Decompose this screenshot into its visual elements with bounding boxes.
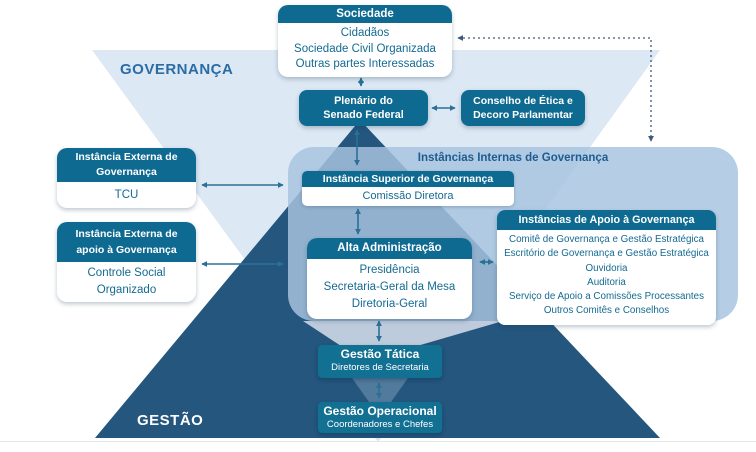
externa-apoio-title-line: apoio à Governança <box>76 244 177 256</box>
sociedade-line: Cidadãos <box>340 27 390 39</box>
conselho-line: Conselho de Ética e <box>473 95 573 107</box>
apoio-line: Comitê de Governança e Gestão Estratégic… <box>509 234 704 245</box>
node-instancias-apoio: Instâncias de Apoio à Governança Comitê … <box>497 210 716 325</box>
gestao-label: GESTÃO <box>137 412 204 429</box>
alta-administracao-body: Presidência Secretaria-Geral da Mesa Dir… <box>307 259 472 319</box>
externa-gov-title-line: Governança <box>96 166 157 178</box>
externa-apoio-title: Instância Externa de apoio à Governança <box>57 222 196 262</box>
apoio-line: Outros Comitês e Conselhos <box>543 305 670 317</box>
apoio-line: Ouvidoria <box>585 262 628 274</box>
node-instancia-superior: Instância Superior de Governança Comissã… <box>302 171 514 206</box>
sociedade-line: Outras partes Interessadas <box>295 58 435 70</box>
governanca-label: GOVERNANÇA <box>120 61 234 78</box>
node-conselho-etica: Conselho de Ética e Decoro Parlamentar <box>461 90 585 126</box>
node-plenario-senado: Plenário do Senado Federal <box>299 90 428 126</box>
externa-apoio-body-line: Controle Social <box>87 267 166 279</box>
node-instancia-externa-governanca: Instância Externa de Governança TCU <box>57 148 196 208</box>
externa-apoio-body-line: Organizado <box>96 284 157 296</box>
instancias-apoio-title: Instâncias de Apoio à Governança <box>497 210 716 230</box>
node-gestao-operacional: Gestão Operacional Coordenadores e Chefe… <box>318 402 442 433</box>
node-sociedade-title: Sociedade <box>278 5 452 23</box>
dotted-arrow-internas-sociedade <box>457 35 654 142</box>
gestao-operacional-title: Gestão Operacional <box>323 404 437 418</box>
apoio-line: Auditoria <box>587 276 626 288</box>
alta-line: Diretoria-Geral <box>351 298 428 310</box>
conselho-line: Decoro Parlamentar <box>473 109 573 121</box>
alta-administracao-title: Alta Administração <box>307 238 472 259</box>
bottom-divider <box>0 441 756 442</box>
externa-gov-title-line: Instância Externa de <box>75 151 178 163</box>
alta-line: Secretaria-Geral da Mesa <box>323 281 456 293</box>
instancia-superior-title: Instância Superior de Governança <box>302 171 514 187</box>
gestao-tatica-subtitle: Diretores de Secretaria <box>331 362 429 373</box>
node-instancia-externa-apoio: Instância Externa de apoio à Governança … <box>57 222 196 302</box>
instancias-apoio-body: Comitê de Governança e Gestão Estratégic… <box>497 230 716 325</box>
apoio-line: Serviço de Apoio a Comissões Processante… <box>509 291 704 303</box>
externa-governanca-title: Instância Externa de Governança <box>57 148 196 182</box>
gestao-tatica-title: Gestão Tática <box>340 347 420 361</box>
sociedade-line: Sociedade Civil Organizada <box>294 42 436 55</box>
node-alta-administracao: Alta Administração Presidência Secretari… <box>307 238 472 319</box>
gestao-operacional-subtitle: Coordenadores e Chefes <box>326 419 434 430</box>
node-gestao-tatica: Gestão Tática Diretores de Secretaria <box>318 345 442 378</box>
alta-line: Presidência <box>359 264 420 276</box>
externa-apoio-title-line: Instância Externa de <box>75 228 178 240</box>
plenario-line: Senado Federal <box>323 109 404 121</box>
node-sociedade-body: Cidadãos Sociedade Civil Organizada Outr… <box>278 23 452 77</box>
instancia-superior-body: Comissão Diretora <box>362 190 454 202</box>
node-sociedade: Sociedade Cidadãos Sociedade Civil Organ… <box>278 5 452 77</box>
externa-apoio-body: Controle Social Organizado <box>57 262 196 302</box>
externa-governanca-body: TCU <box>114 189 139 201</box>
instancias-internas-title: Instâncias Internas de Governança <box>417 152 609 164</box>
plenario-line: Plenário do <box>334 95 393 107</box>
apoio-line: Escritório de Governança e Gestão Estrat… <box>504 248 709 260</box>
